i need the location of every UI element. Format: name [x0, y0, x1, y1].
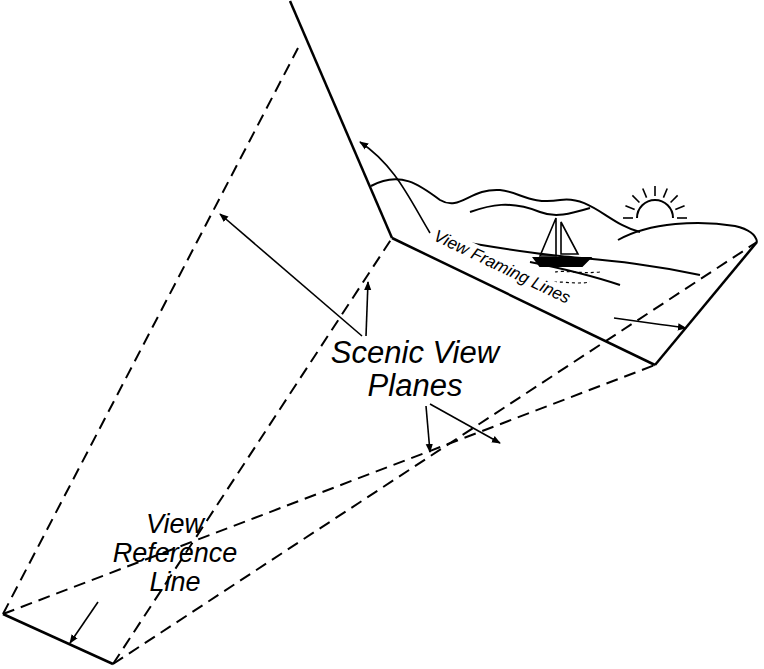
sun-ray: [675, 206, 684, 210]
sun-ray: [663, 188, 667, 197]
sun-ray: [671, 195, 678, 202]
view-framing-lines: [290, 1, 757, 365]
planes-label: Scenic View Planes: [300, 336, 530, 402]
leader-arrows: [70, 142, 686, 643]
sun-ray: [623, 217, 633, 219]
sun-ray: [654, 186, 656, 196]
sun-ray: [643, 188, 647, 197]
sun-ray: [632, 195, 639, 202]
sun-rays: [623, 186, 687, 218]
scenic-view-planes: [3, 48, 757, 664]
sun-ray: [625, 206, 634, 210]
reference-label: View Reference Line: [100, 510, 250, 597]
sun-ray: [677, 217, 687, 219]
view-reference-line: [3, 614, 113, 664]
